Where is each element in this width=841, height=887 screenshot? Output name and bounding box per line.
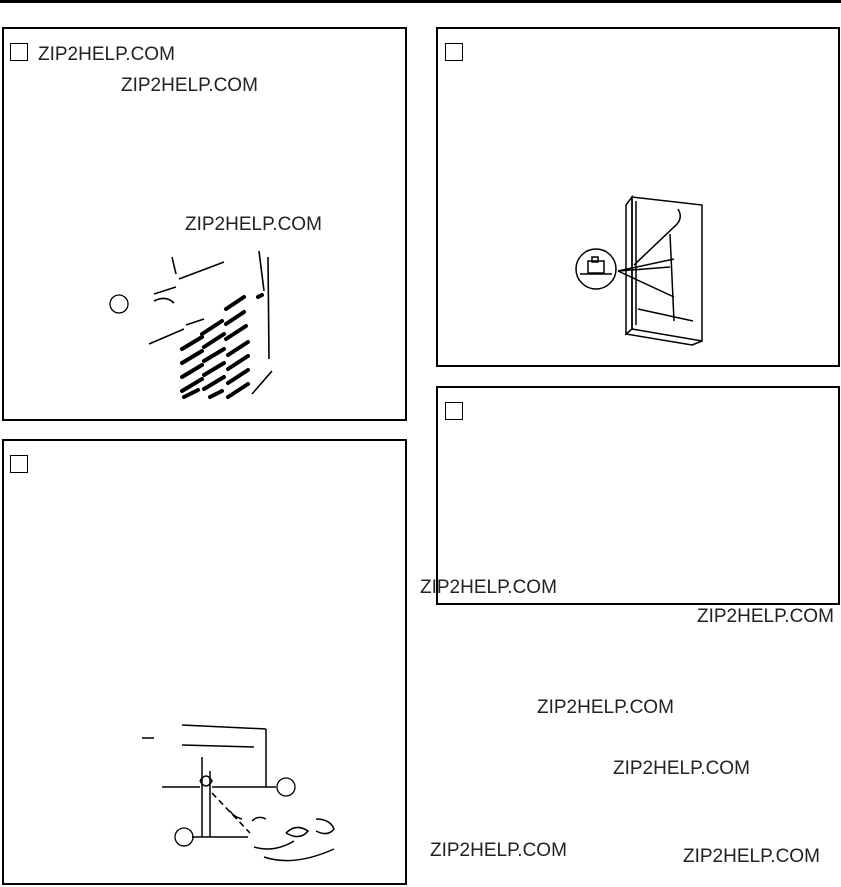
checkbox-icon[interactable] <box>10 43 28 61</box>
water-line-illustration <box>142 724 335 862</box>
checkbox-icon[interactable] <box>445 43 463 61</box>
callout-circle-icon <box>276 777 296 797</box>
watermark: ZIP2HELP.COM <box>537 697 674 718</box>
watermark: ZIP2HELP.COM <box>38 44 175 65</box>
checkbox-icon[interactable] <box>10 455 28 473</box>
callout-circle-icon <box>174 827 194 847</box>
vent-grille-illustration <box>109 250 273 399</box>
watermark: ZIP2HELP.COM <box>185 214 322 235</box>
panel-middle-right <box>436 386 840 605</box>
watermark: ZIP2HELP.COM <box>420 577 557 598</box>
watermark: ZIP2HELP.COM <box>430 840 567 861</box>
panel-top-left <box>2 27 407 421</box>
magnified-detail-circle <box>575 248 617 290</box>
watermark: ZIP2HELP.COM <box>683 846 820 867</box>
panel-bottom-left <box>2 439 407 885</box>
watermark: ZIP2HELP.COM <box>613 758 750 779</box>
panel-top-right <box>436 27 840 367</box>
checkbox-icon[interactable] <box>445 402 463 420</box>
callout-circle-icon <box>109 294 129 314</box>
watermark: ZIP2HELP.COM <box>121 75 258 96</box>
refrigerator-cabinet-illustration <box>575 194 703 346</box>
watermark: ZIP2HELP.COM <box>697 606 834 627</box>
top-rule <box>0 0 841 3</box>
